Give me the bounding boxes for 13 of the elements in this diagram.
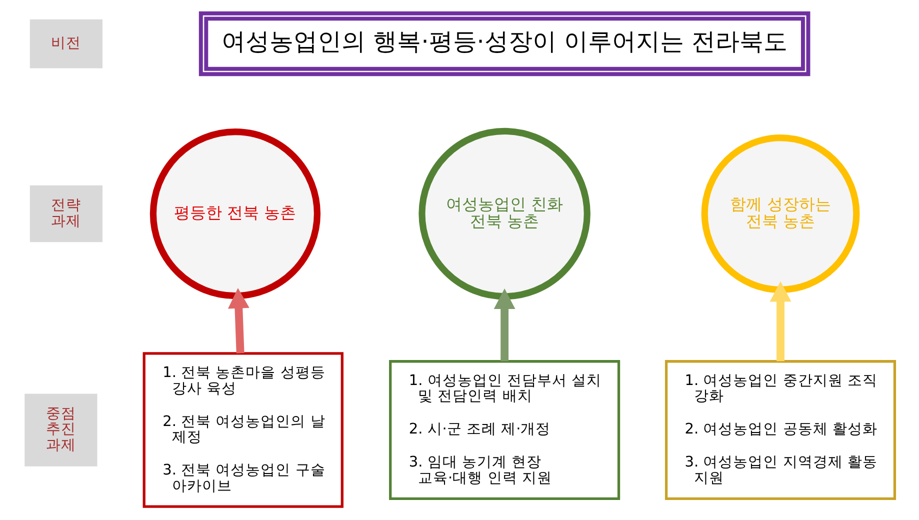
node-box: 여성농업인의 행복·평등·성장이 이루어지는 전라북도 (198, 11, 810, 76)
node-box: 전략 과제 (29, 185, 102, 242)
node-circle: 평등한 전북 농촌 (149, 128, 320, 300)
node-box: 비전 (29, 19, 102, 68)
node-circle: 함께 성장하는 전북 농촌 (700, 134, 860, 293)
node-circle: 여성농업인 친화 전북 농촌 (418, 128, 590, 300)
arrow (227, 288, 249, 354)
node-box: 1. 여성농업인 전담부서 설치 및 전담인력 배치 2. 시·군 조례 제·개정 3. 임대 농기계 현장 교육·대행 인력 지원 (388, 360, 620, 500)
arrow (493, 288, 515, 362)
arrow (769, 281, 791, 362)
node-box: 중점 추진 과제 (24, 394, 97, 466)
node-box: 1. 전북 농촌마을 성평등 강사 육성 2. 전북 여성농업인의 날 제정 3. 전북 여성농업인 구술 아카이브 (142, 352, 343, 508)
node-box: 1. 여성농업인 중간지원 조직 강화 2. 여성농업인 공동체 활성화 3. 여성농업인 지역경제 활동 지원 (664, 360, 896, 500)
